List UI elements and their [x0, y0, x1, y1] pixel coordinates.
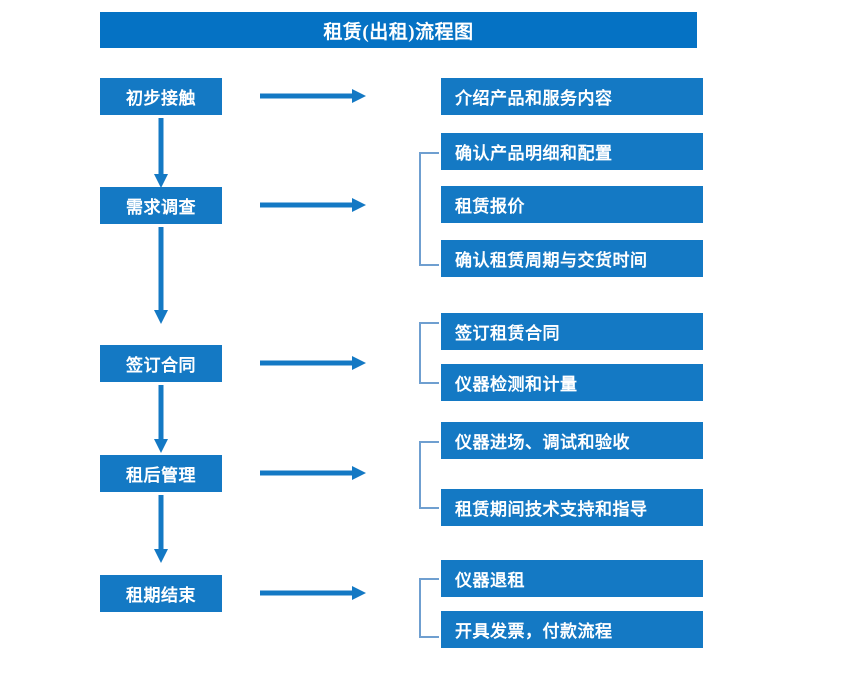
- stage-box-1[interactable]: 初步接触: [100, 78, 222, 115]
- stage-box-3[interactable]: 签订合同: [100, 345, 222, 382]
- detail-box-5-2[interactable]: 开具发票，付款流程: [441, 611, 703, 648]
- detail-box-5-1[interactable]: 仪器退租: [441, 560, 703, 597]
- page-title: 租赁(出租)流程图: [100, 12, 697, 48]
- detail-box-4-2[interactable]: 租赁期间技术支持和指导: [441, 489, 703, 526]
- right-arrow-icon-4: [260, 466, 366, 480]
- bracket-icon-2: [419, 152, 439, 266]
- stage-box-4[interactable]: 租后管理: [100, 455, 222, 492]
- bracket-icon-5: [419, 578, 439, 638]
- detail-box-2-1[interactable]: 确认产品明细和配置: [441, 133, 703, 170]
- detail-box-2-2[interactable]: 租赁报价: [441, 186, 703, 223]
- right-arrow-icon-2: [260, 198, 366, 212]
- detail-box-4-1[interactable]: 仪器进场、调试和验收: [441, 422, 703, 459]
- right-arrow-icon-3: [260, 356, 366, 370]
- right-arrow-icon-1: [260, 89, 366, 103]
- bracket-icon-3: [419, 322, 439, 384]
- detail-box-2-3[interactable]: 确认租赁周期与交货时间: [441, 240, 703, 277]
- down-arrow-icon-3: [154, 385, 168, 453]
- right-arrow-icon-5: [260, 586, 366, 600]
- detail-box-3-2[interactable]: 仪器检测和计量: [441, 364, 703, 401]
- detail-box-3-1[interactable]: 签订租赁合同: [441, 313, 703, 350]
- detail-box-1-1[interactable]: 介绍产品和服务内容: [441, 78, 703, 115]
- down-arrow-icon-1: [154, 118, 168, 188]
- stage-box-5[interactable]: 租期结束: [100, 575, 222, 612]
- stage-box-2[interactable]: 需求调查: [100, 187, 222, 224]
- down-arrow-icon-4: [154, 495, 168, 563]
- down-arrow-icon-2: [154, 227, 168, 324]
- bracket-icon-4: [419, 441, 439, 509]
